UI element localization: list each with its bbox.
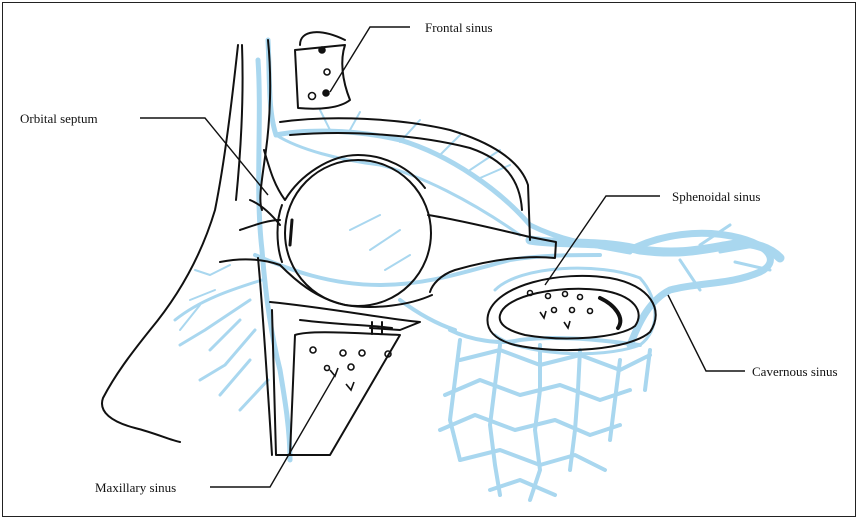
leader-cavernous-sinus [668, 295, 745, 371]
pterygoid-plexus [440, 330, 650, 500]
label-frontal-sinus: Frontal sinus [425, 21, 493, 34]
label-sphenoidal-sinus: Sphenoidal sinus [672, 190, 760, 203]
face-profile [102, 45, 238, 442]
lens [278, 205, 283, 262]
label-cavernous-sinus: Cavernous sinus [752, 365, 838, 378]
venous-network [175, 40, 780, 500]
frontal-sinus-outline [295, 45, 350, 109]
leader-orbital-septum [140, 118, 268, 195]
leader-maxillary-sinus [210, 375, 335, 487]
label-maxillary-sinus: Maxillary sinus [95, 481, 176, 494]
label-orbital-septum: Orbital septum [20, 112, 98, 125]
leader-lines [140, 27, 745, 487]
